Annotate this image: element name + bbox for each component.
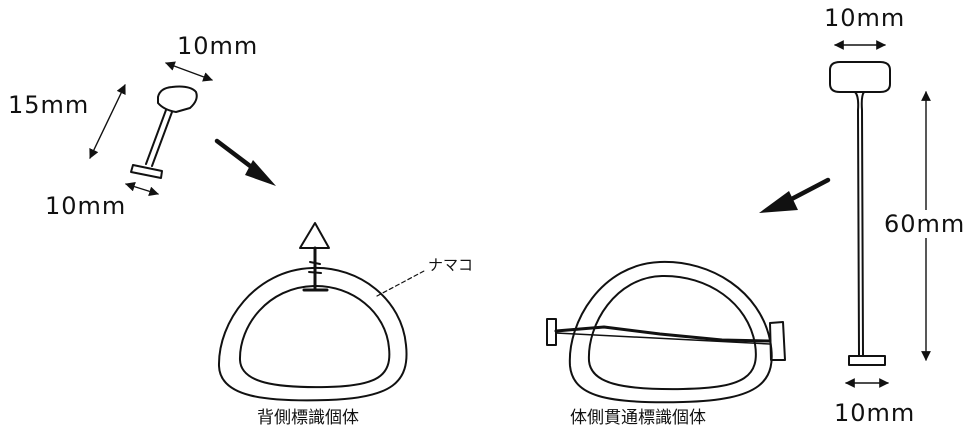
arrow-to-back-tagged — [214, 138, 276, 186]
small-t-bar-tag — [130, 85, 198, 179]
body-pierced-sea-cucumber — [546, 260, 786, 404]
long-t-bar-tag — [829, 61, 891, 366]
long-tag-length-label: 60mm — [884, 210, 966, 238]
small-tag-foot-width-label: 10mm — [45, 192, 127, 220]
namako-label: ナマコ — [428, 256, 474, 274]
arrow-to-pierced-tagged — [759, 177, 831, 213]
back-tagged-caption: 背側標識個体 — [257, 408, 359, 428]
small-tag-length-label: 15mm — [8, 91, 90, 119]
body-pierced-caption: 体側貫通標識個体 — [570, 408, 706, 428]
long-tag-foot-width-label: 10mm — [834, 399, 916, 427]
small-tag-head-width-label: 10mm — [177, 32, 259, 60]
long-tag-head-width-label: 10mm — [824, 4, 906, 32]
small-tag-dimension-lines — [89, 61, 213, 197]
back-tagged-sea-cucumber — [217, 222, 425, 402]
